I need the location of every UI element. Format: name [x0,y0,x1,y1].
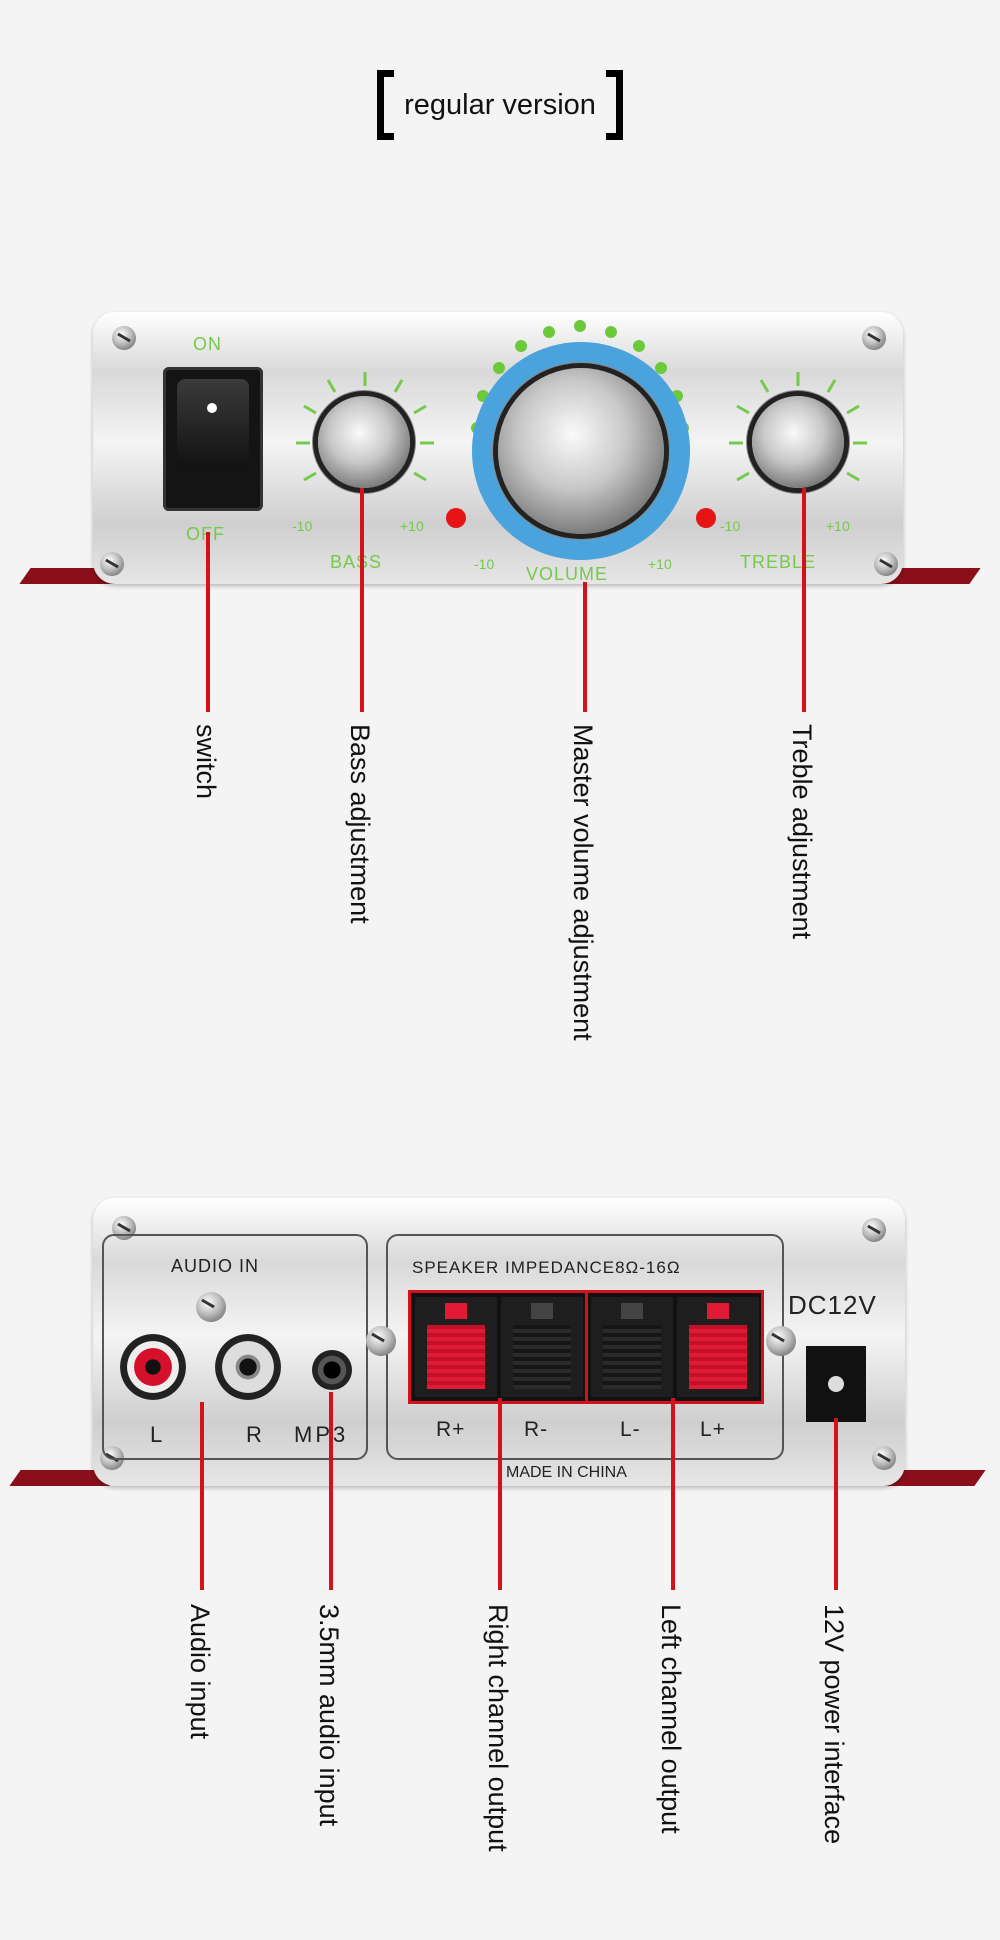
power-switch[interactable] [163,367,263,511]
mp3-label: MP3 [294,1422,349,1447]
right-input-label: R [246,1422,263,1447]
callout-line [360,488,364,712]
screw-icon [366,1326,396,1356]
callout-volume: Master volume adjustment [568,724,598,1041]
callout-power-interface: 12V power interface [819,1604,849,1845]
callout-line [200,1402,204,1590]
callout-line [329,1392,333,1590]
bass-min-label: -10 [292,518,313,534]
volume-knob[interactable] [498,368,664,534]
terminal-label-l-plus: L+ [700,1418,726,1441]
terminal-l-plus[interactable] [677,1297,759,1397]
treble-max-label: +10 [826,518,850,534]
speaker-terminal-block [408,1290,764,1404]
screw-icon [862,326,886,350]
callout-line [498,1398,502,1590]
mp3-jack[interactable] [312,1350,352,1390]
left-bracket [377,70,395,140]
indicator-light-right [696,508,716,528]
treble-label: TREBLE [740,552,817,572]
speaker-impedance-label: SPEAKER IMPEDANCE8Ω-16Ω [412,1258,681,1277]
screw-icon [874,552,898,576]
callout-left-output: Left channel output [656,1604,686,1834]
indicator-light-left [446,508,466,528]
callout-bass: Bass adjustment [345,724,375,924]
audio-in-label: AUDIO IN [171,1256,260,1276]
screw-icon [766,1326,796,1356]
callout-line [802,488,806,712]
callout-line [206,532,210,712]
terminal-label-r-plus: R+ [436,1418,466,1441]
volume-max-label: +10 [648,556,672,572]
bass-label: BASS [330,552,383,572]
callout-audio-input: Audio input [185,1604,215,1740]
screw-icon [112,326,136,350]
callout-line [671,1398,675,1590]
treble-knob[interactable] [752,396,844,488]
volume-min-label: -10 [474,556,495,572]
callout-line [834,1418,838,1590]
screw-icon [196,1292,226,1322]
callout-line [583,582,587,712]
dc-label: DC12V [788,1290,877,1320]
bass-scale [296,372,434,482]
dc-power-jack[interactable] [806,1346,866,1422]
screw-icon [862,1218,886,1242]
terminal-l-minus[interactable] [591,1297,673,1397]
title-banner: regular version [0,70,1000,145]
screw-icon [872,1446,896,1470]
left-input-label: L [150,1422,164,1447]
terminal-label-l-minus: L- [620,1418,641,1441]
bass-knob[interactable] [318,396,410,488]
made-in-label: MADE IN CHINA [506,1464,627,1481]
power-on-label: ON [193,334,222,354]
screw-icon [112,1216,136,1240]
treble-scale [729,372,867,482]
screw-icon [100,552,124,576]
volume-label: VOLUME [526,564,609,584]
callout-right-output: Right channel output [483,1604,513,1852]
right-bracket [605,70,623,140]
terminal-r-minus[interactable] [501,1297,583,1397]
callout-35mm-input: 3.5mm audio input [314,1604,344,1827]
terminal-r-plus[interactable] [415,1297,497,1397]
callout-switch: switch [191,724,221,800]
callout-treble: Treble adjustment [787,724,817,940]
terminal-label-r-minus: R- [524,1418,549,1441]
rca-left-jack[interactable] [120,1334,186,1400]
treble-min-label: -10 [720,518,741,534]
power-off-label: OFF [186,524,225,545]
bass-max-label: +10 [400,518,424,534]
title-text: regular version [404,88,596,121]
rca-right-jack[interactable] [215,1334,281,1400]
